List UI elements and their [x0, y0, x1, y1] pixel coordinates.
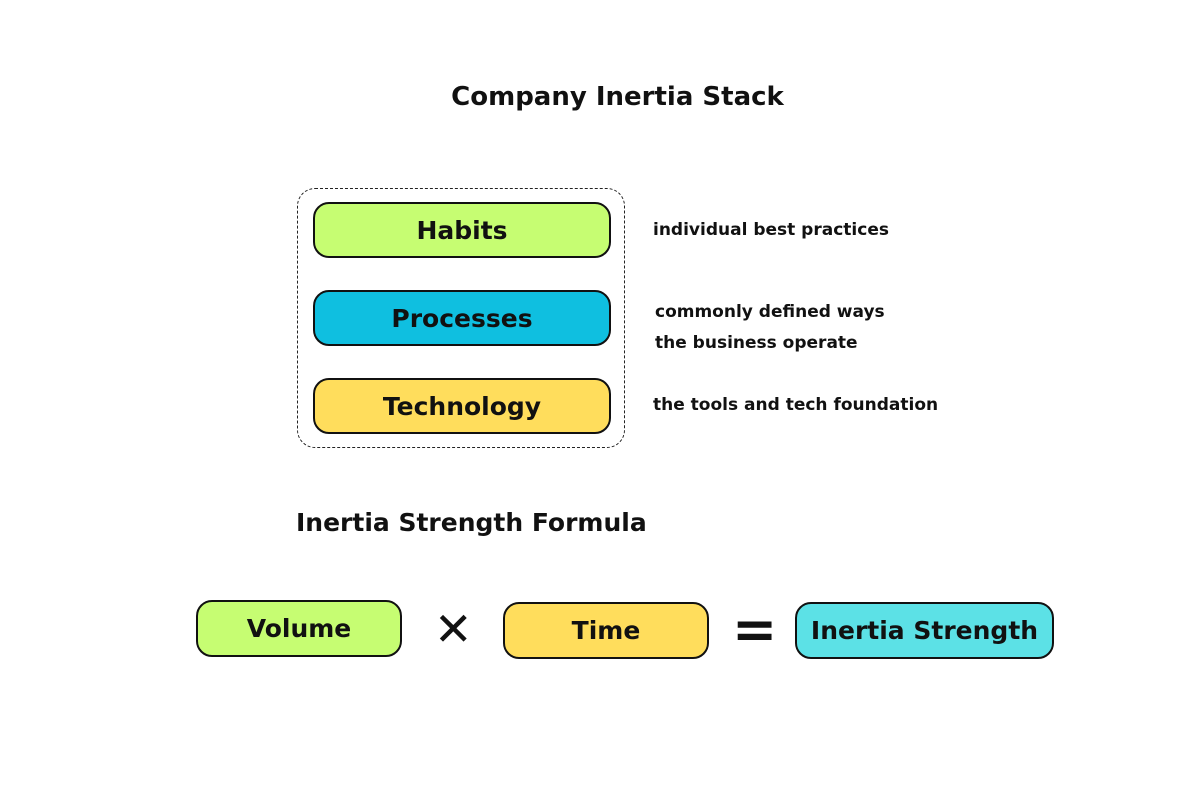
- equals-icon: =: [732, 598, 778, 661]
- technology-description: the tools and tech foundation: [653, 395, 939, 415]
- stack-item-technology: Technology: [313, 378, 611, 434]
- inertia-stack-group: [297, 188, 625, 448]
- formula-term-volume: Volume: [196, 600, 402, 657]
- stack-item-processes: Processes: [313, 290, 611, 346]
- multiply-icon: ✕: [434, 602, 473, 656]
- processes-description-line1: commonly defined ways: [655, 302, 885, 322]
- formula-term-inertia-strength: Inertia Strength: [795, 602, 1054, 659]
- stack-item-habits: Habits: [313, 202, 611, 258]
- habits-description: individual best practices: [653, 220, 889, 240]
- diagram-title: Company Inertia Stack: [451, 82, 784, 112]
- processes-description-line2: the business operate: [655, 333, 858, 353]
- formula-term-time: Time: [503, 602, 709, 659]
- formula-title: Inertia Strength Formula: [296, 508, 647, 537]
